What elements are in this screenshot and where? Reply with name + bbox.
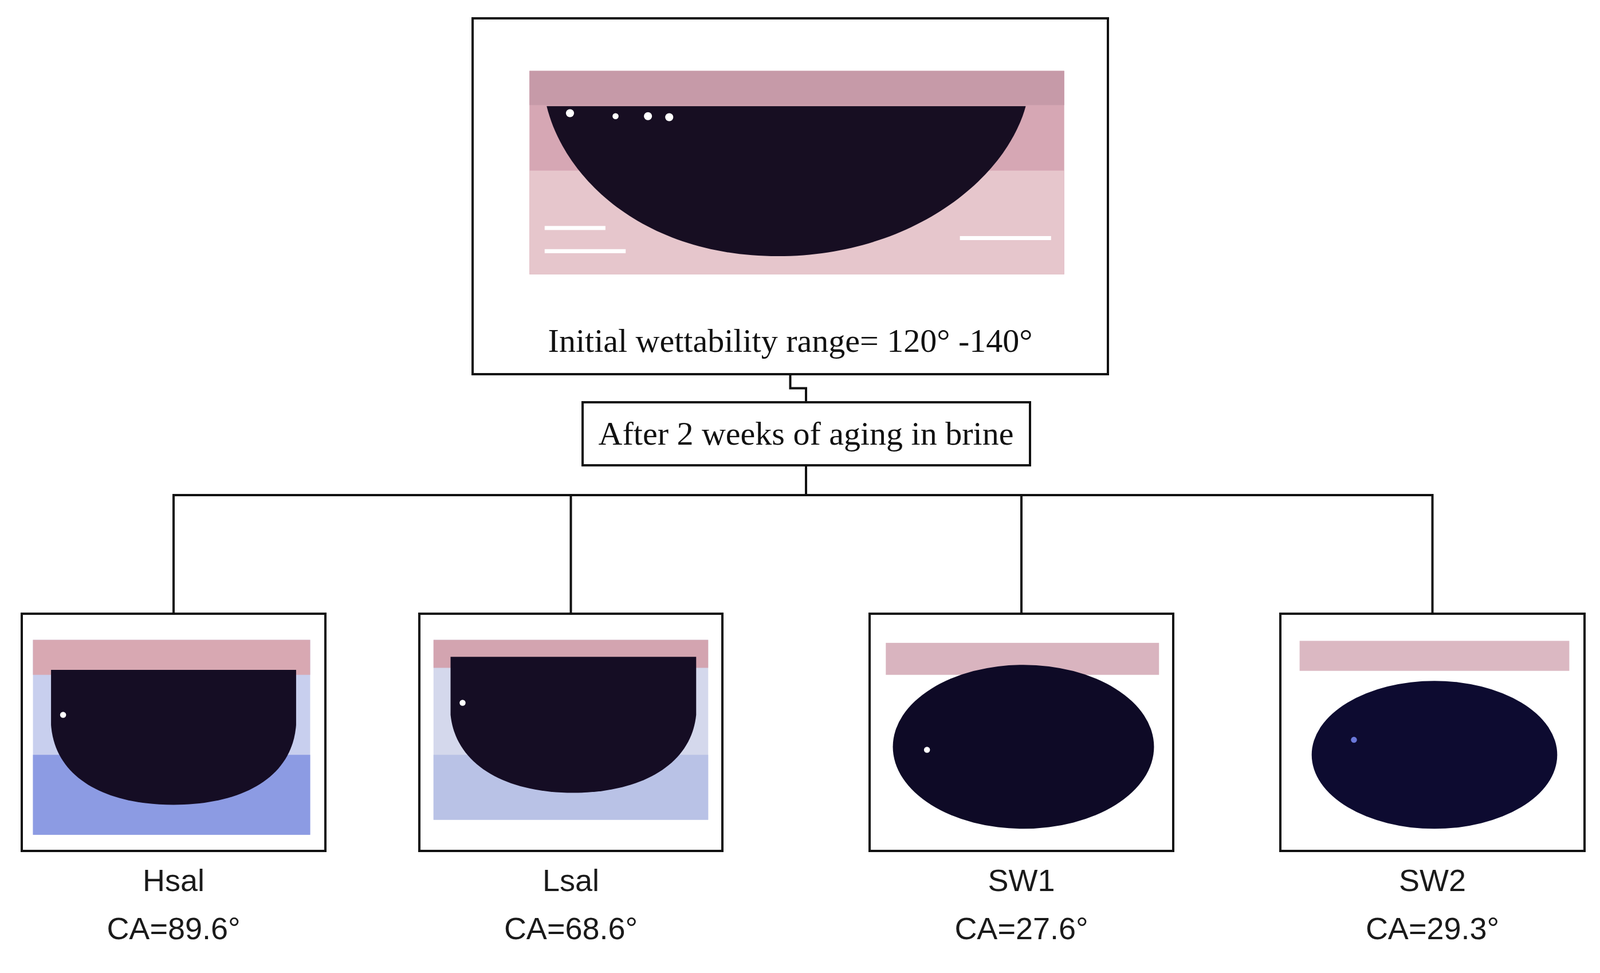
oil-droplet <box>450 656 697 793</box>
reflection-streak <box>544 225 606 230</box>
contact-angle-label: CA=89.6° <box>106 910 241 946</box>
droplet-photo <box>870 614 1173 850</box>
highlight <box>924 746 931 753</box>
oil-droplet <box>546 105 1026 257</box>
photo-background <box>433 639 709 820</box>
process-box: After 2 weeks of aging in brine <box>581 401 1032 467</box>
brine-label: SW1 <box>987 862 1055 898</box>
contact-angle-label: CA=68.6° <box>504 910 638 946</box>
tree-connector <box>571 466 807 613</box>
substrate-strip <box>529 71 1065 106</box>
droplet-photo <box>1281 614 1584 850</box>
oil-droplet <box>50 669 297 805</box>
droplet-photo <box>22 614 325 850</box>
highlight <box>459 699 466 706</box>
photo-background <box>885 642 1159 830</box>
brine-label: Hsal <box>142 862 205 898</box>
photo-box: HsalCA=89.6° <box>20 612 327 852</box>
highlight <box>643 112 652 121</box>
contact-angle-label: CA=27.6° <box>954 910 1088 946</box>
photo-box: SW2CA=29.3° <box>1279 612 1586 852</box>
droplet-photo <box>420 614 722 850</box>
reflection-streak <box>544 249 626 254</box>
substrate-strip <box>33 639 311 675</box>
tree-connector <box>790 375 807 402</box>
contact-angle-label: CA=29.3° <box>1365 910 1500 946</box>
tree-connector <box>806 466 1022 613</box>
oil-droplet <box>893 664 1155 829</box>
brine-label: SW2 <box>1398 862 1466 898</box>
droplet-photo <box>473 19 1107 373</box>
photo-background <box>529 71 1065 275</box>
photo-box: Initial wettability range= 120° -140° <box>471 17 1110 376</box>
caption-text: After 2 weeks of aging in brine <box>598 414 1014 454</box>
highlight <box>565 108 575 117</box>
brine-label: Lsal <box>542 862 600 898</box>
photo-box: SW1CA=27.6° <box>868 612 1175 852</box>
photo-background <box>33 639 311 835</box>
highlight <box>665 112 674 121</box>
reflection-streak <box>960 236 1052 241</box>
oil-droplet <box>1311 680 1558 829</box>
photo-background <box>1299 640 1570 833</box>
caption-text: Initial wettability range= 120° -140° <box>548 321 1033 361</box>
highlight <box>60 711 67 718</box>
tree-connector <box>806 466 1433 613</box>
photo-box: LsalCA=68.6° <box>418 612 724 852</box>
substrate-strip <box>1299 640 1570 671</box>
highlight <box>612 112 619 120</box>
tree-connector <box>173 466 807 613</box>
highlight <box>1350 736 1358 743</box>
